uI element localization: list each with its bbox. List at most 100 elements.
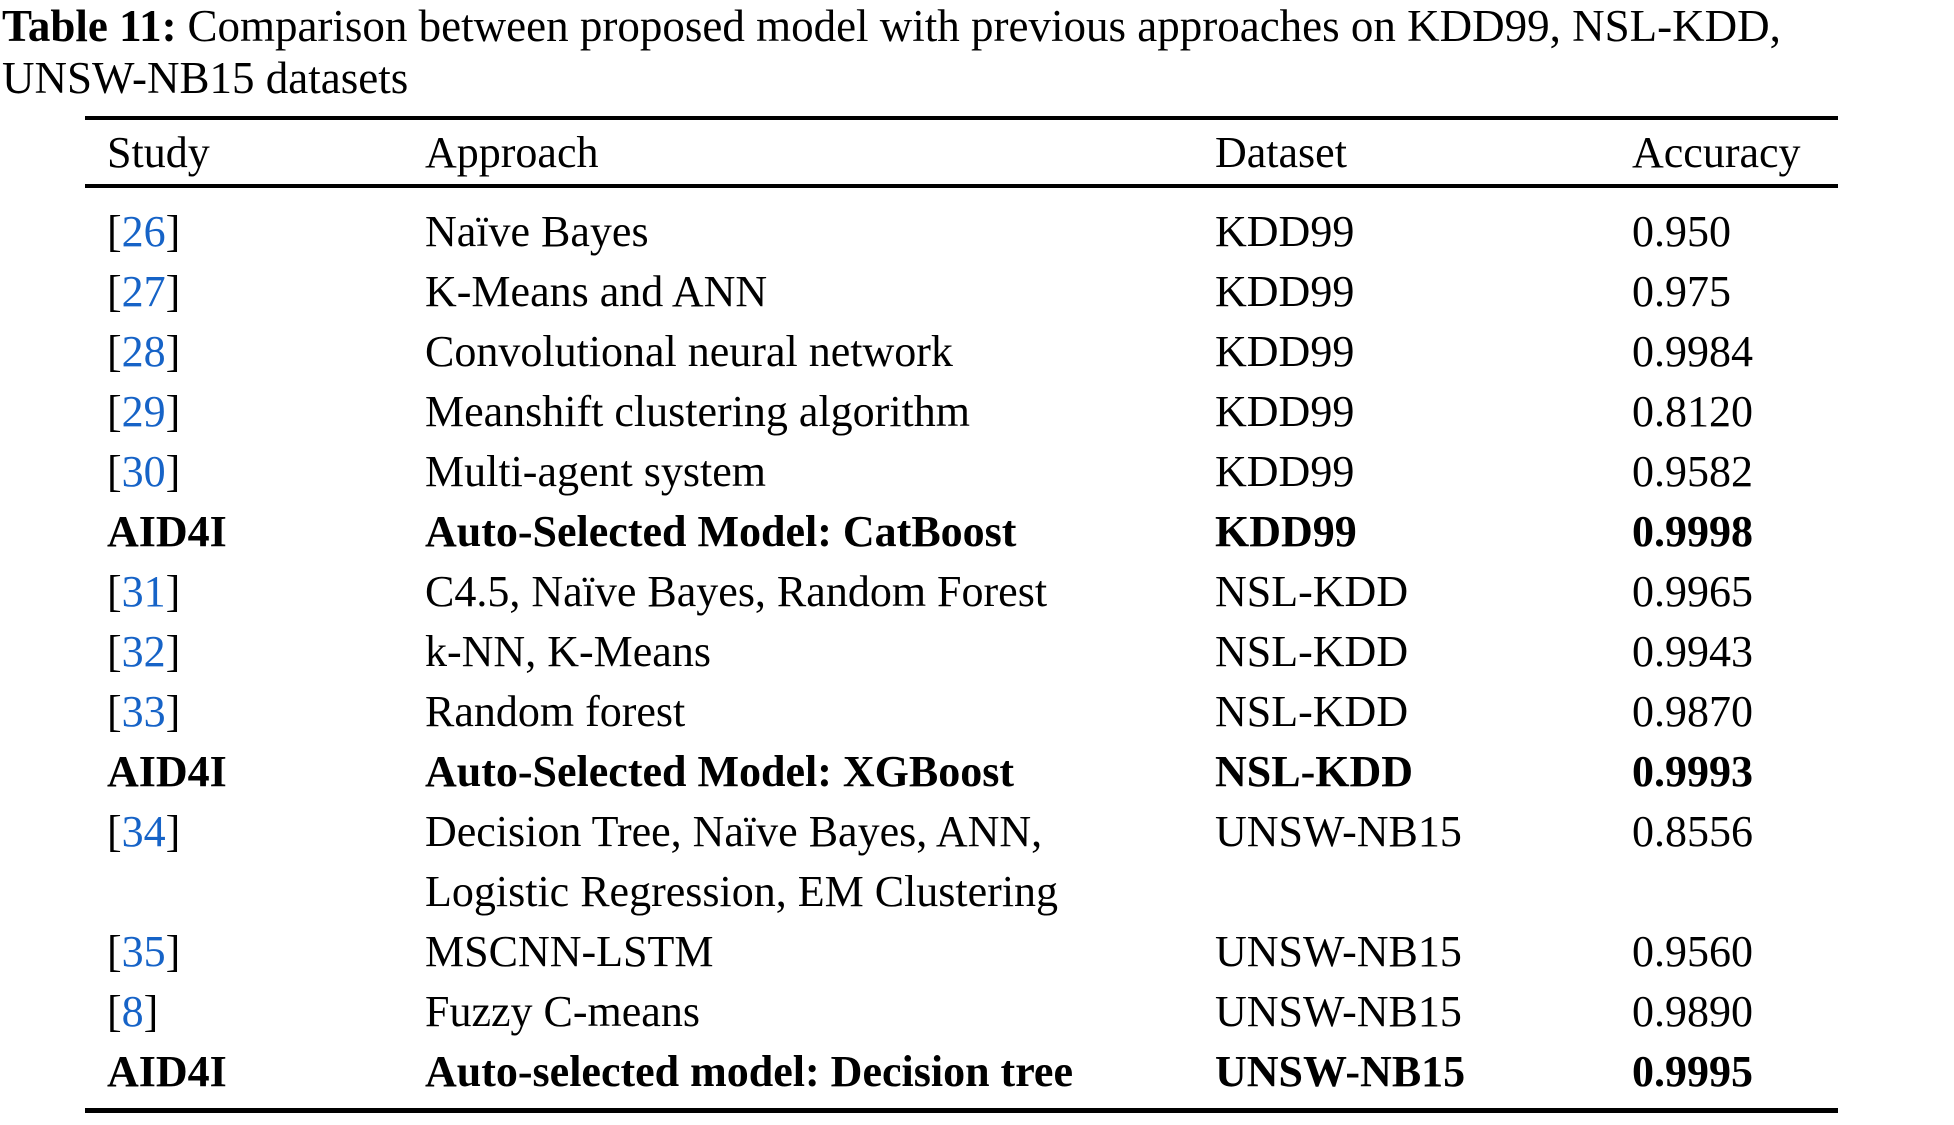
approach-cell: Meanshift clustering algorithm <box>425 387 970 436</box>
citation-bracket: [ <box>107 687 122 736</box>
table-header-row: Study Approach Dataset Accuracy <box>85 120 1838 188</box>
approach-cell: Auto-selected model: Decision tree <box>425 1047 1073 1096</box>
accuracy-cell: 0.8556 <box>1632 807 1753 856</box>
accuracy-cell: 0.9560 <box>1632 927 1753 976</box>
citation-bracket: ] <box>165 807 181 856</box>
citation-bracket: [ <box>107 927 122 976</box>
comparison-table: Study Approach Dataset Accuracy [26] Naï… <box>85 116 1838 1113</box>
citation-link[interactable]: 32 <box>121 627 166 676</box>
approach-cell: C4.5, Naïve Bayes, Random Forest <box>425 567 1048 616</box>
citation-bracket: ] <box>165 627 181 676</box>
table-row: [33] Random forest NSL-KDD 0.9870 <box>85 682 1838 742</box>
citation-bracket: [ <box>107 447 122 496</box>
table-row-proposed-model: AID4I Auto-selected model: Decision tree… <box>85 1042 1838 1102</box>
accuracy-cell: 0.9965 <box>1632 567 1753 616</box>
citation-bracket: [ <box>107 267 122 316</box>
table-row: [35] MSCNN-LSTM UNSW-NB15 0.9560 <box>85 922 1838 982</box>
accuracy-cell: 0.975 <box>1632 267 1731 316</box>
approach-cell: Auto-Selected Model: XGBoost <box>425 747 1015 796</box>
dataset-cell: NSL-KDD <box>1215 747 1414 796</box>
citation-link[interactable]: 34 <box>121 807 166 856</box>
citation-link[interactable]: 27 <box>121 267 166 316</box>
dataset-cell: UNSW-NB15 <box>1215 1047 1466 1096</box>
dataset-cell: KDD99 <box>1215 207 1355 256</box>
table-row-proposed-model: AID4I Auto-Selected Model: XGBoost NSL-K… <box>85 742 1838 802</box>
citation-bracket: [ <box>107 627 122 676</box>
approach-cell: k-NN, K-Means <box>425 627 711 676</box>
table-row: [30] Multi-agent system KDD99 0.9582 <box>85 442 1838 502</box>
citation-bracket: ] <box>165 207 181 256</box>
dataset-cell: NSL-KDD <box>1215 687 1409 736</box>
approach-cell: MSCNN-LSTM <box>425 927 714 976</box>
citation-bracket: [ <box>107 327 122 376</box>
table-row: [31] C4.5, Naïve Bayes, Random Forest NS… <box>85 562 1838 622</box>
citation-link[interactable]: 30 <box>121 447 166 496</box>
table-row: [26] Naïve Bayes KDD99 0.950 <box>85 202 1838 262</box>
table-row: [32] k-NN, K-Means NSL-KDD 0.9943 <box>85 622 1838 682</box>
accuracy-cell: 0.9582 <box>1632 447 1753 496</box>
accuracy-cell: 0.9998 <box>1632 507 1753 556</box>
dataset-cell: KDD99 <box>1215 327 1355 376</box>
citation-bracket: ] <box>165 267 181 316</box>
accuracy-cell: 0.9995 <box>1632 1047 1753 1096</box>
approach-cell: Naïve Bayes <box>425 207 649 256</box>
column-header-approach: Approach <box>425 127 599 177</box>
dataset-cell: NSL-KDD <box>1215 627 1409 676</box>
table-row: [29] Meanshift clustering algorithm KDD9… <box>85 382 1838 442</box>
citation-bracket: ] <box>165 687 181 736</box>
table-row: [34] Decision Tree, Naïve Bayes, ANN, Lo… <box>85 802 1838 922</box>
citation-link[interactable]: 33 <box>121 687 166 736</box>
study-cell: AID4I <box>107 507 227 556</box>
study-cell: AID4I <box>107 747 227 796</box>
approach-cell: Multi-agent system <box>425 447 766 496</box>
study-cell: AID4I <box>107 1047 227 1096</box>
citation-link[interactable]: 35 <box>121 927 166 976</box>
accuracy-cell: 0.9993 <box>1632 747 1753 796</box>
caption-line-1: Table 11:Comparison between proposed mod… <box>2 0 1952 52</box>
accuracy-cell: 0.9943 <box>1632 627 1753 676</box>
citation-bracket: [ <box>107 987 122 1036</box>
approach-cell: Auto-Selected Model: CatBoost <box>425 507 1017 556</box>
dataset-cell: KDD99 <box>1215 387 1355 436</box>
approach-cell: Decision Tree, Naïve Bayes, ANN, Logisti… <box>425 807 1059 916</box>
citation-link[interactable]: 29 <box>121 387 166 436</box>
table-row: [27] K-Means and ANN KDD99 0.975 <box>85 262 1838 322</box>
column-header-dataset: Dataset <box>1215 127 1347 177</box>
citation-bracket: ] <box>165 327 181 376</box>
caption-line-2: UNSW-NB15 datasets <box>2 53 409 103</box>
citation-link[interactable]: 26 <box>121 207 166 256</box>
accuracy-cell: 0.8120 <box>1632 387 1753 436</box>
dataset-cell: UNSW-NB15 <box>1215 807 1462 856</box>
accuracy-cell: 0.950 <box>1632 207 1731 256</box>
table-row: [28] Convolutional neural network KDD99 … <box>85 322 1838 382</box>
citation-bracket: ] <box>165 567 181 616</box>
citation-bracket: ] <box>143 987 159 1036</box>
dataset-cell: UNSW-NB15 <box>1215 987 1462 1036</box>
citation-bracket: [ <box>107 387 122 436</box>
approach-cell: Random forest <box>425 687 686 736</box>
approach-cell: K-Means and ANN <box>425 267 768 316</box>
citation-bracket: ] <box>165 387 181 436</box>
caption-label: Table 11: <box>2 1 177 51</box>
column-header-study: Study <box>107 127 210 177</box>
citation-bracket: [ <box>107 207 122 256</box>
citation-link[interactable]: 8 <box>121 987 144 1036</box>
dataset-cell: KDD99 <box>1215 507 1357 556</box>
approach-cell: Convolutional neural network <box>425 327 953 376</box>
caption-text: Comparison between proposed model with p… <box>187 1 1781 51</box>
approach-cell: Fuzzy C-means <box>425 987 700 1036</box>
dataset-cell: KDD99 <box>1215 267 1355 316</box>
dataset-cell: NSL-KDD <box>1215 567 1409 616</box>
citation-bracket: [ <box>107 807 122 856</box>
table-body: [26] Naïve Bayes KDD99 0.950 [27] K-Mean… <box>85 188 1838 1108</box>
table-row-proposed-model: AID4I Auto-Selected Model: CatBoost KDD9… <box>85 502 1838 562</box>
citation-bracket: ] <box>165 927 181 976</box>
dataset-cell: KDD99 <box>1215 447 1355 496</box>
column-header-accuracy: Accuracy <box>1632 127 1801 177</box>
accuracy-cell: 0.9870 <box>1632 687 1753 736</box>
citation-link[interactable]: 28 <box>121 327 166 376</box>
citation-link[interactable]: 31 <box>121 567 166 616</box>
citation-bracket: ] <box>165 447 181 496</box>
dataset-cell: UNSW-NB15 <box>1215 927 1462 976</box>
accuracy-cell: 0.9890 <box>1632 987 1753 1036</box>
